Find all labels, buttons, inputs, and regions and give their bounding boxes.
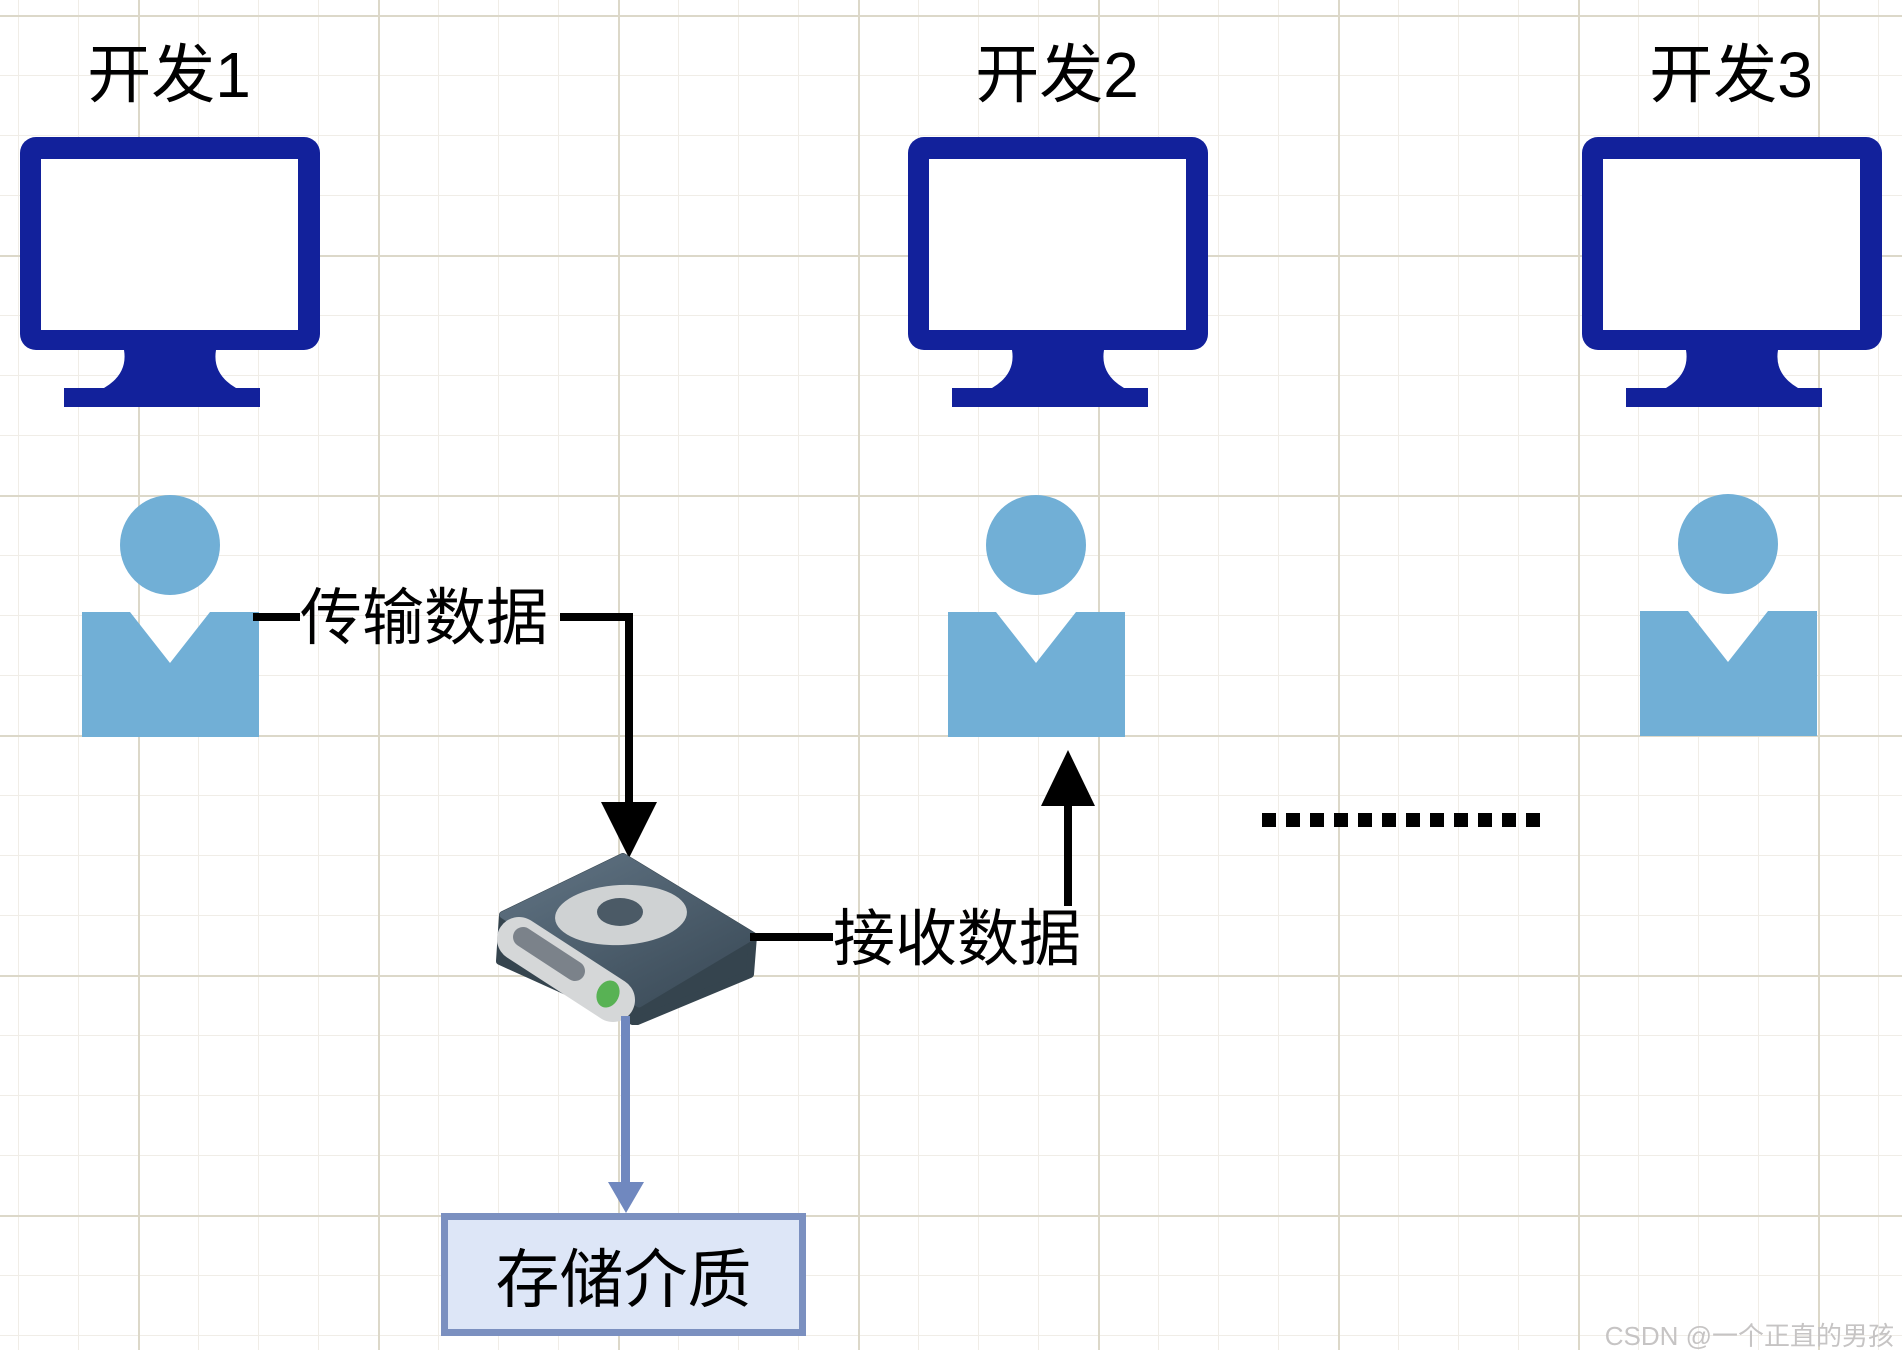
monitor-2-icon xyxy=(908,137,1208,407)
dot xyxy=(1406,813,1420,827)
developer-2-label: 开发2 xyxy=(975,39,1139,111)
person-3-icon xyxy=(1640,494,1817,736)
storage-medium-box: 存储介质 xyxy=(441,1213,806,1336)
dot xyxy=(1382,813,1396,827)
developer-3-label: 开发3 xyxy=(1649,39,1813,111)
transmit-line-left-segment xyxy=(253,613,300,621)
receive-line-horizontal xyxy=(750,933,833,941)
dot xyxy=(1334,813,1348,827)
transmit-line-right-segment xyxy=(560,613,633,621)
monitor-3-icon xyxy=(1582,137,1882,407)
monitor-1-icon xyxy=(20,137,320,407)
dot xyxy=(1478,813,1492,827)
dot xyxy=(1502,813,1516,827)
device-led xyxy=(596,980,620,1008)
receive-arrowhead-up-icon xyxy=(1041,750,1095,806)
storage-arrowhead-down-icon xyxy=(608,1182,644,1213)
dot xyxy=(1286,813,1300,827)
dot xyxy=(1310,813,1324,827)
dot xyxy=(1454,813,1468,827)
watermark: CSDN @一个正直的男孩 xyxy=(1604,1321,1894,1350)
person-2-icon xyxy=(948,495,1125,737)
dot xyxy=(1358,813,1372,827)
transmit-label: 传输数据 xyxy=(300,584,549,653)
storage-device-icon xyxy=(496,853,757,1025)
dot xyxy=(1526,813,1540,827)
developer-1-label: 开发1 xyxy=(87,39,251,111)
transmit-line-vertical xyxy=(625,617,633,807)
device-slot xyxy=(513,927,585,981)
receive-label: 接收数据 xyxy=(833,905,1082,974)
dot xyxy=(1430,813,1444,827)
ellipsis-dots xyxy=(1262,813,1540,827)
transmit-arrowhead-down-icon xyxy=(601,802,657,858)
dot xyxy=(1262,813,1276,827)
person-1-icon xyxy=(82,495,259,737)
storage-arrow-line xyxy=(621,1016,630,1184)
storage-medium-label: 存储介质 xyxy=(495,1243,752,1316)
receive-line-vertical xyxy=(1064,802,1072,906)
device-hole xyxy=(597,898,643,926)
